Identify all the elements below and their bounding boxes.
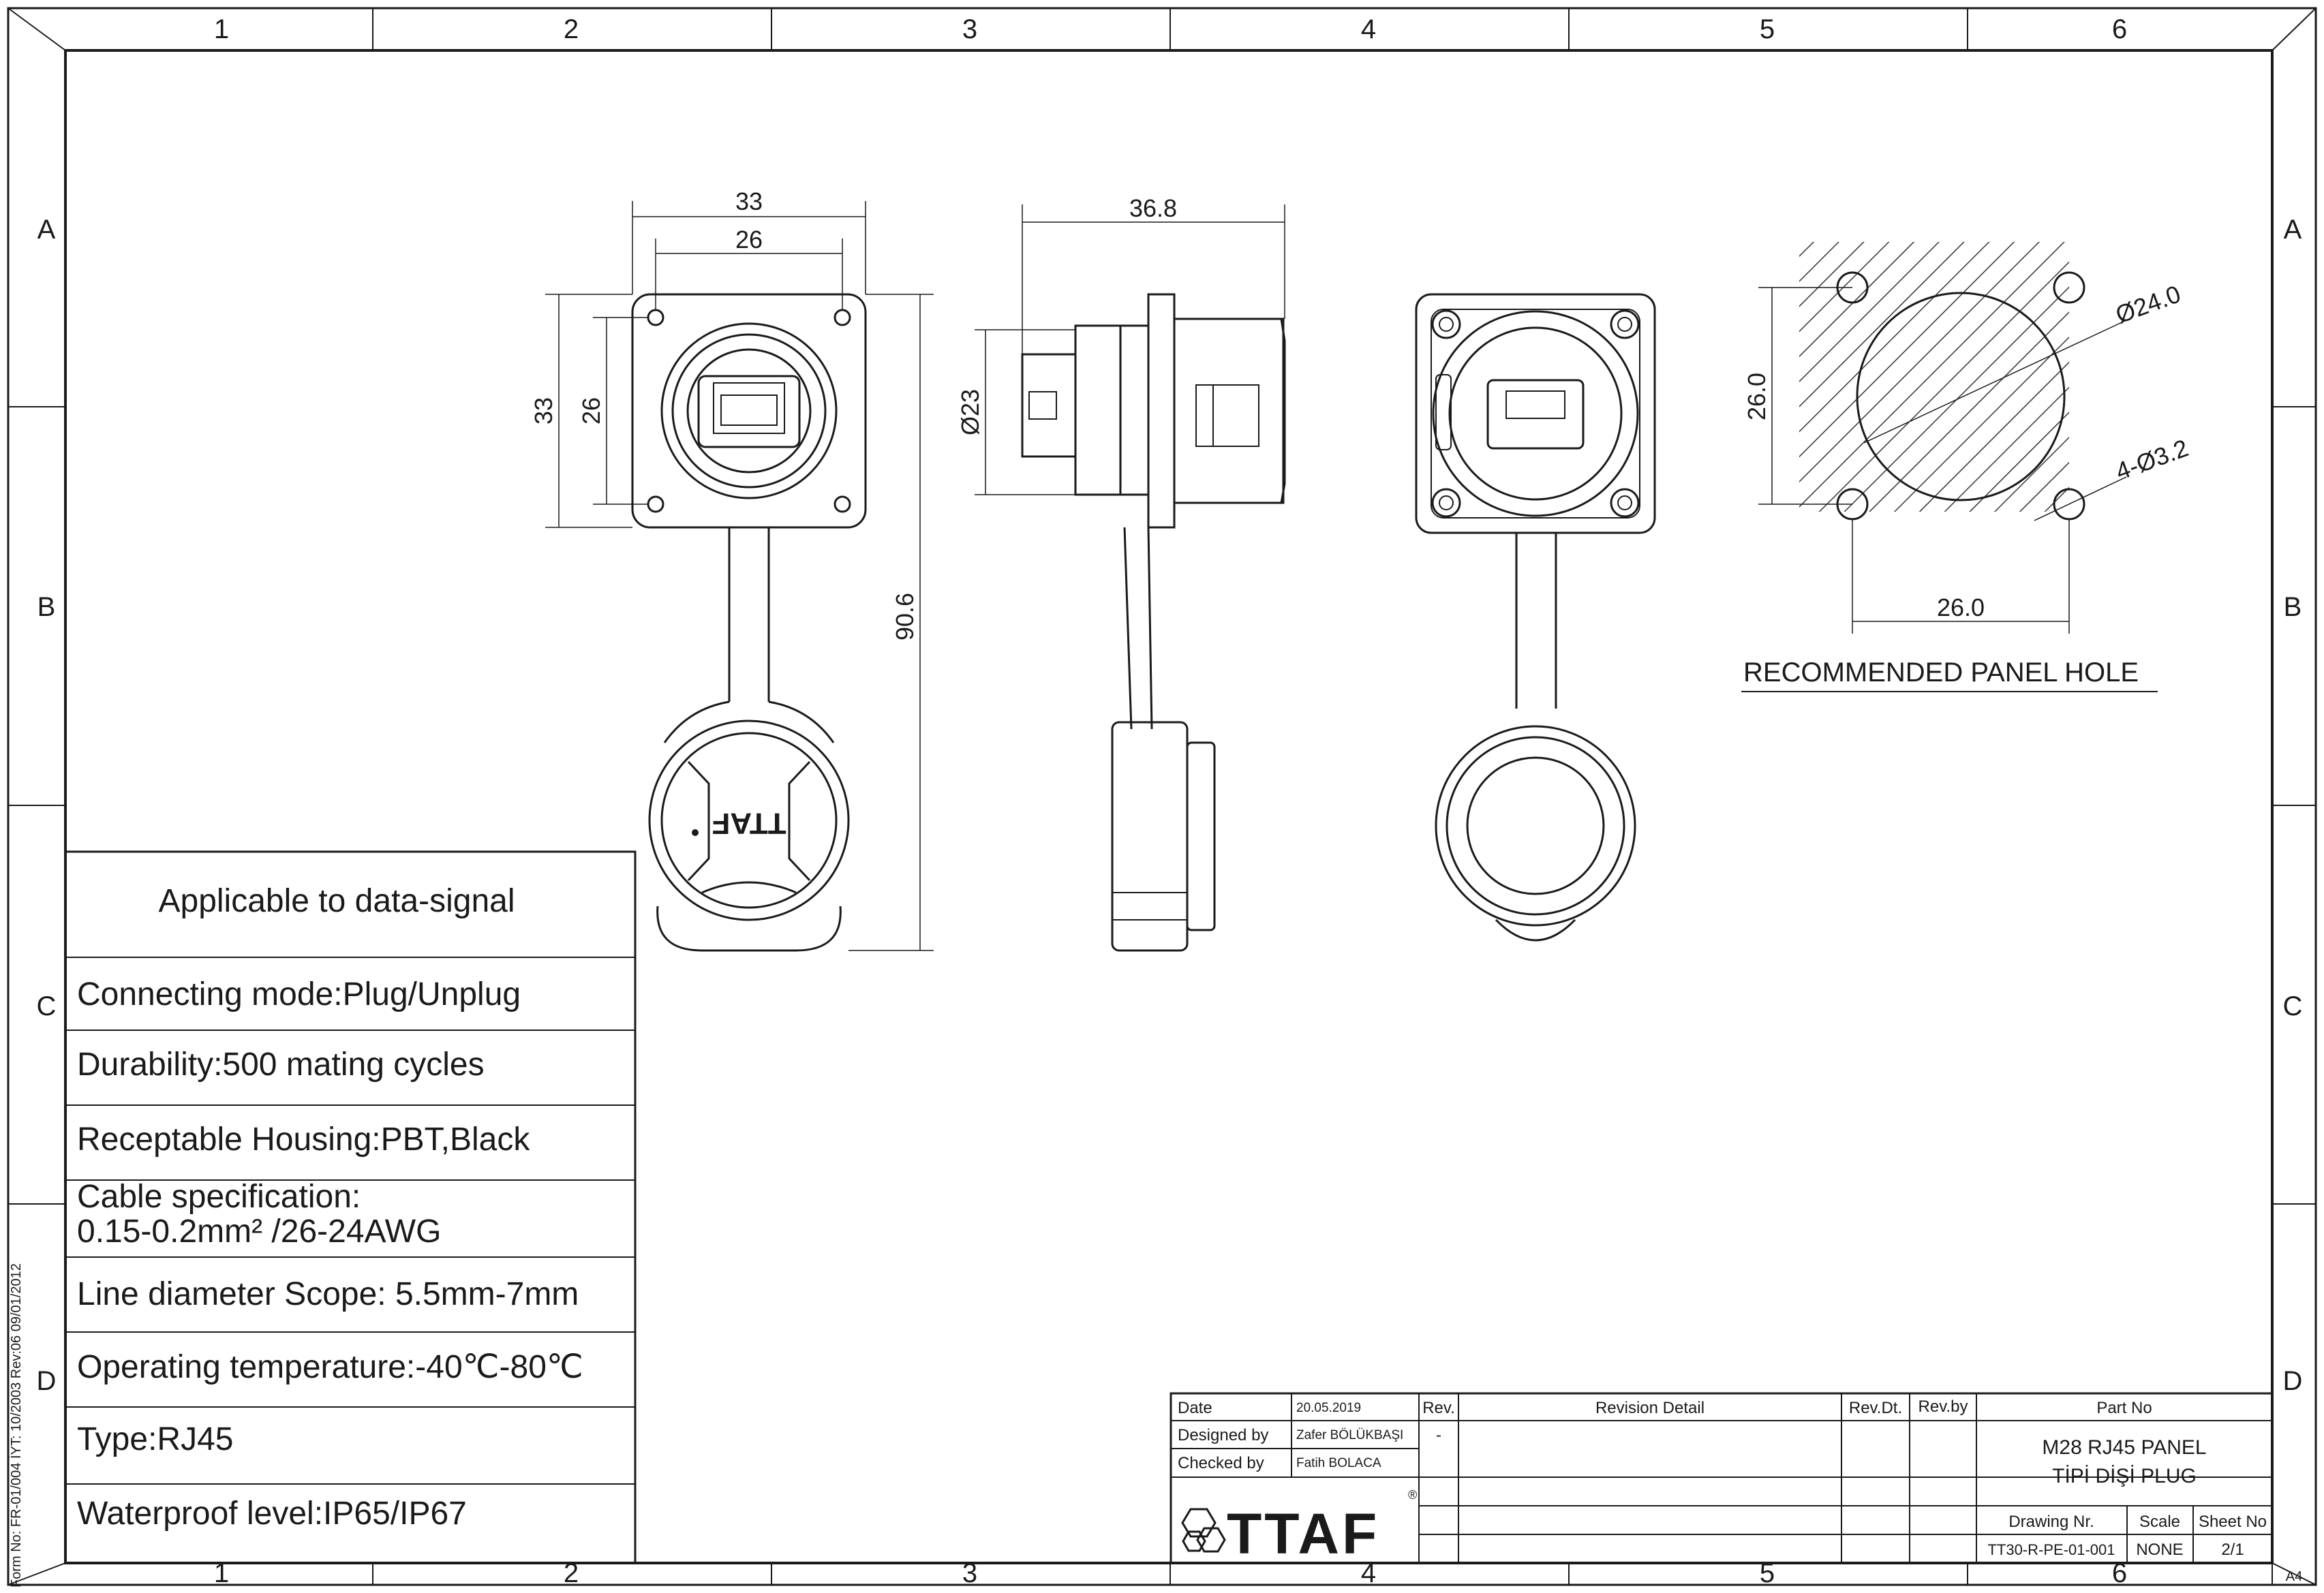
tb-rev-header: Rev. — [1422, 1399, 1455, 1417]
tb-sheet-value: 2/1 — [2221, 1541, 2244, 1559]
col-label-3: 3 — [962, 14, 977, 44]
spec-cable-value: 0.15-0.2mm² /26-24AWG — [77, 1213, 441, 1250]
spec-table: Applicable to data-signal Connecting mod… — [64, 850, 637, 1564]
title-block: Date 20.05.2019 Designed by Zafer BÖLÜKB… — [1169, 1392, 2274, 1566]
col-label-6: 6 — [2112, 14, 2127, 44]
dim-mount-holes: 4-Ø3.2 — [2112, 433, 2192, 485]
row-label-b-right: B — [2284, 592, 2302, 622]
tb-scale-value: NONE — [2136, 1541, 2183, 1559]
drawing-frame: 1 2 3 4 5 6 1 2 3 4 5 6 A B C D A B C D … — [7, 7, 2317, 1588]
dim-horizontal: 26.0 — [1937, 593, 1985, 621]
dim-height: 90.6 — [891, 593, 919, 640]
tb-scale-label: Scale — [2139, 1513, 2180, 1531]
tb-sheet-label: Sheet No — [2199, 1513, 2267, 1531]
row-label-c-right: C — [2283, 991, 2303, 1021]
paper-size: A4 — [2286, 1569, 2302, 1584]
spec-housing: Receptable Housing:PBT,Black — [77, 1122, 530, 1158]
col-label-2: 2 — [564, 14, 579, 44]
side-view: 36.8 Ø23 — [956, 194, 1286, 952]
tb-checked-value: Fatih BOLACA — [1296, 1456, 1381, 1470]
spec-durability: Durability:500 mating cycles — [77, 1047, 485, 1083]
col-label-6-bottom: 6 — [2112, 1558, 2127, 1588]
tb-drawing-nr-value: TT30-R-PE-01-001 — [1987, 1541, 2115, 1558]
dim-vertical: 26.0 — [1743, 373, 1771, 420]
row-label-a-right: A — [2284, 215, 2302, 245]
tb-rev-detail-header: Revision Detail — [1595, 1399, 1704, 1417]
tb-part-no-header: Part No — [2096, 1399, 2152, 1417]
spec-waterproof: Waterproof level:IP65/IP67 — [77, 1496, 467, 1532]
logo-text: TTAF — [1227, 1502, 1379, 1566]
row-label-b: B — [37, 592, 56, 622]
company-logo: TTAF ® — [1181, 1488, 1417, 1566]
col-label-1: 1 — [214, 14, 229, 44]
dim-top-inner: 26 — [735, 226, 763, 253]
row-label-a: A — [37, 215, 56, 245]
dim-left-inner: 26 — [577, 397, 605, 424]
cap-logo: TTAF — [712, 807, 786, 840]
spec-temperature: Operating temperature:-40℃-80℃ — [77, 1349, 583, 1385]
tb-designed-label: Designed by — [1178, 1426, 1268, 1444]
col-label-4-bottom: 4 — [1361, 1558, 1376, 1588]
col-label-4: 4 — [1361, 14, 1376, 44]
col-label-1-bottom: 1 — [214, 1558, 229, 1588]
col-label-5: 5 — [1760, 14, 1775, 44]
tb-date-value: 20.05.2019 — [1296, 1401, 1361, 1415]
col-label-2-bottom: 2 — [564, 1558, 579, 1588]
tb-checked-label: Checked by — [1178, 1454, 1264, 1472]
dim-top-outer: 33 — [735, 187, 763, 215]
row-label-d: D — [37, 1366, 57, 1396]
front-dimensions: 33 26 33 26 90.6 — [530, 187, 934, 951]
form-note: Form No: FR-01/004 İYT: 10/2003 Rev:06 0… — [8, 1263, 24, 1588]
dim-diameter: Ø23 — [956, 389, 984, 435]
tb-rev-dt-header: Rev.Dt. — [1849, 1399, 1902, 1417]
rear-view — [1415, 293, 1656, 942]
tb-part-line1: M28 RJ45 PANEL — [2042, 1436, 2206, 1459]
spec-connecting-mode: Connecting mode:Plug/Unplug — [77, 976, 521, 1012]
spec-line-diameter: Line diameter Scope: 5.5mm-7mm — [77, 1276, 579, 1312]
tb-part-line2: TİPİ DİŞİ PLUG — [2052, 1465, 2197, 1487]
col-label-5-bottom: 5 — [1760, 1558, 1775, 1588]
dim-hole-dia: Ø24.0 — [2112, 279, 2184, 328]
tb-date-label: Date — [1178, 1399, 1212, 1417]
spec-cable-title: Cable specification: — [77, 1179, 361, 1215]
panel-hole-view: Ø24.0 4-Ø3.2 26.0 26.0 RECOMMENDED PANEL… — [1741, 242, 2192, 692]
tb-rev-by-header: Rev.by — [1918, 1397, 1968, 1416]
dim-left-outer: 33 — [530, 397, 557, 424]
col-label-3-bottom: 3 — [962, 1558, 977, 1588]
logo-registered: ® — [1408, 1488, 1417, 1502]
dim-length: 36.8 — [1129, 194, 1177, 222]
panel-hole-label: RECOMMENDED PANEL HOLE — [1743, 658, 2139, 687]
tb-drawing-nr-label: Drawing Nr. — [2008, 1513, 2094, 1531]
row-label-d-right: D — [2283, 1366, 2303, 1396]
side-dimensions: 36.8 Ø23 — [956, 194, 1285, 495]
spec-type: Type:RJ45 — [77, 1421, 233, 1457]
front-view: TTAF 33 26 33 26 90.6 — [530, 187, 934, 952]
spec-applicable: Applicable to data-signal — [158, 883, 515, 919]
row-label-c: C — [37, 991, 57, 1021]
tb-designed-value: Zafer BÖLÜKBAŞI — [1296, 1428, 1403, 1442]
tb-rev-value: - — [1436, 1426, 1441, 1444]
